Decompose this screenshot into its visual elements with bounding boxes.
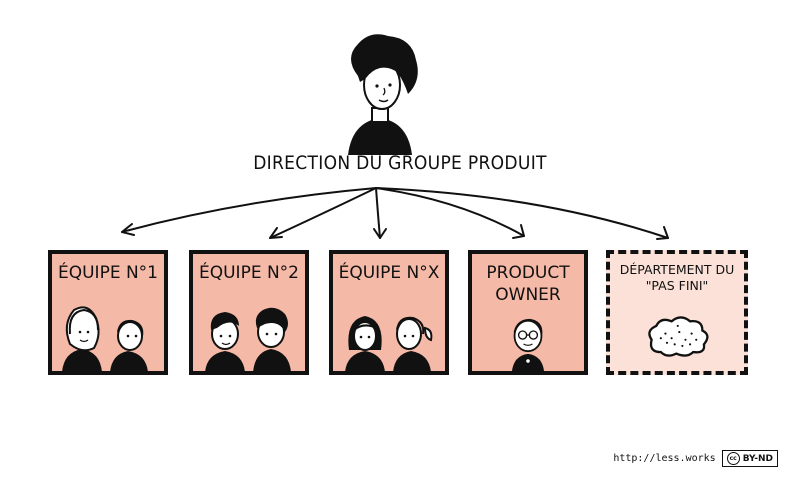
team-1-label: ÉQUIPE N°1 bbox=[57, 263, 158, 283]
team-2-label: ÉQUIPE N°2 bbox=[198, 263, 299, 283]
footer: http://less.works cc BY-ND bbox=[613, 450, 778, 467]
footer-url[interactable]: http://less.works bbox=[613, 453, 716, 464]
product-group-head-figure bbox=[348, 34, 418, 155]
arrow-to-product-owner bbox=[375, 187, 525, 237]
license-badge: cc BY-ND bbox=[721, 450, 778, 467]
team-2-box: ÉQUIPE N°2 bbox=[189, 250, 309, 375]
arrow-to-team-2 bbox=[269, 187, 377, 239]
license-label: BY-ND bbox=[742, 453, 773, 464]
team-x-label: ÉQUIPE N°X bbox=[338, 263, 440, 283]
team-2-people-icon bbox=[205, 307, 291, 372]
arrow-to-team-1 bbox=[121, 187, 377, 233]
product-owner-label: PRODUCT OWNER bbox=[486, 263, 570, 305]
arrow-to-team-x bbox=[375, 187, 381, 239]
team-x-people-icon bbox=[345, 316, 433, 372]
undone-department-label: DÉPARTEMENT DU "PAS FINI" bbox=[619, 262, 735, 293]
team-1-people-icon bbox=[62, 306, 148, 372]
product-owner-box: PRODUCT OWNER bbox=[468, 250, 588, 375]
arrow-to-undone-dept bbox=[375, 187, 669, 239]
team-x-box: ÉQUIPE N°X bbox=[329, 250, 449, 375]
team-1-box: ÉQUIPE N°1 bbox=[48, 250, 168, 375]
group-title: DIRECTION DU GROUPE PRODUIT bbox=[253, 152, 547, 174]
product-owner-person-icon bbox=[511, 318, 545, 372]
undone-department-box: DÉPARTEMENT DU "PAS FINI" bbox=[606, 250, 748, 375]
cloud-icon bbox=[648, 316, 709, 357]
cc-icon: cc bbox=[726, 452, 740, 465]
